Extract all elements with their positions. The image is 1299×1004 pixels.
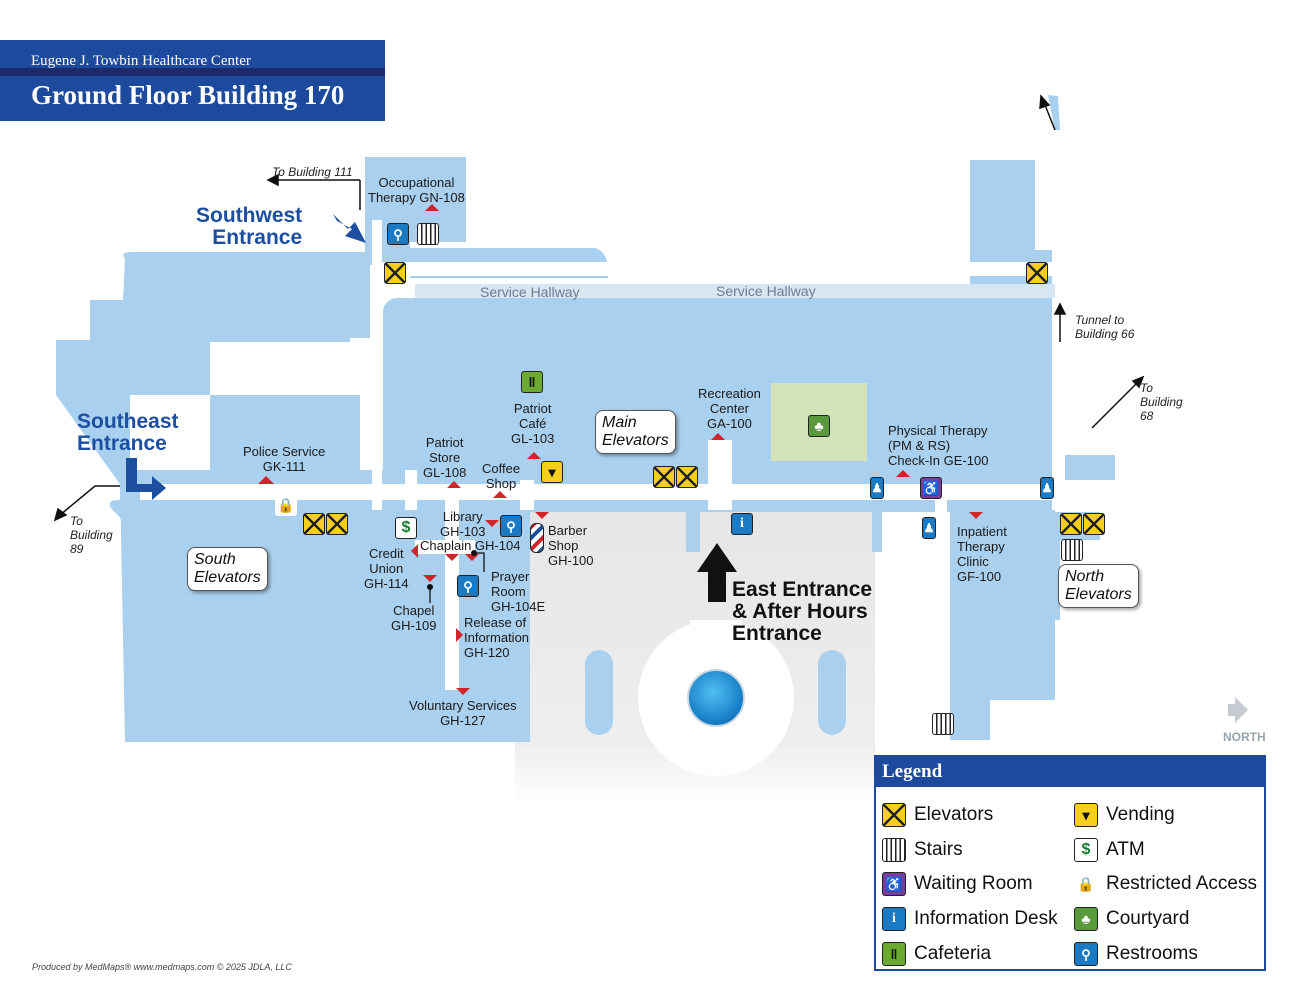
recreation-center-label: Recreation Center GA-100 bbox=[698, 386, 761, 431]
elevator-icon bbox=[326, 513, 348, 535]
to-building-111: To Building 111 bbox=[272, 165, 353, 179]
restrooms-icon: ⚲ bbox=[500, 515, 522, 537]
legend-item: ▾Vending bbox=[1074, 803, 1175, 827]
atm-icon: $ bbox=[1074, 838, 1098, 862]
elevator-icon bbox=[384, 262, 406, 284]
patriot-store-label: Patriot Store GL-108 bbox=[423, 435, 467, 480]
legend-panel: Legend Elevators ▾Vending Stairs $ATM ♿W… bbox=[874, 755, 1266, 971]
stairs-icon bbox=[1061, 539, 1083, 561]
elevator-icon bbox=[653, 466, 675, 488]
north-elevators-callout: North Elevators bbox=[1058, 564, 1139, 608]
elevator-icon bbox=[676, 466, 698, 488]
information-desk-icon: i bbox=[731, 513, 753, 535]
elevator-icon bbox=[1026, 262, 1048, 284]
vending-icon: ▾ bbox=[1074, 803, 1098, 827]
restroom-person-icon: ♟ bbox=[870, 477, 884, 499]
restroom-person-icon: ♟ bbox=[1040, 477, 1054, 499]
service-hallway bbox=[415, 284, 1055, 298]
restricted-access-icon: 🔒 bbox=[275, 494, 297, 516]
credit-union-label: Credit Union GH-114 bbox=[364, 546, 409, 591]
library-label: Library GH-103 bbox=[440, 509, 486, 539]
east-entrance-label[interactable]: East Entrance & After Hours Entrance bbox=[732, 578, 873, 645]
stairs-icon bbox=[882, 838, 906, 862]
police-service-label: Police Service GK-111 bbox=[243, 444, 326, 474]
coffee-shop-label: Coffee Shop bbox=[482, 461, 521, 491]
service-hallway-label: Service Hallway bbox=[480, 284, 580, 300]
room-markers bbox=[258, 204, 983, 695]
elevator-icon bbox=[1083, 513, 1105, 535]
footer-credit: Produced by MedMaps® www.medmaps.com © 2… bbox=[32, 962, 292, 972]
waiting-room-icon: ♿ bbox=[882, 872, 906, 896]
corridors bbox=[140, 130, 1108, 740]
inpatient-therapy-label: Inpatient Therapy Clinic GF-100 bbox=[957, 524, 1007, 584]
chapel-label: Chapel GH-109 bbox=[391, 603, 437, 633]
north-label: NORTH bbox=[1223, 730, 1266, 744]
restricted-access-icon: 🔒 bbox=[1074, 872, 1098, 896]
southwest-entrance-label[interactable]: Southwest Entrance bbox=[196, 204, 303, 249]
restrooms-icon: ⚲ bbox=[457, 575, 479, 597]
legend-item: ♣Courtyard bbox=[1074, 907, 1189, 931]
vending-icon: ▾ bbox=[541, 461, 563, 483]
barber-shop-label: Barber Shop GH-100 bbox=[548, 523, 594, 568]
chaplain-label: Chaplain GH-104 bbox=[420, 538, 521, 553]
occupational-therapy-label: Occupational Therapy GN-108 bbox=[368, 175, 465, 205]
patriot-cafe-label: Patriot Café GL-103 bbox=[511, 401, 555, 446]
restrooms-icon: ⚲ bbox=[1074, 942, 1098, 966]
east-entrance-arrow bbox=[697, 543, 737, 602]
header-subtitle: Eugene J. Towbin Healthcare Center bbox=[31, 53, 251, 69]
cafeteria-icon: ǁ bbox=[882, 942, 906, 966]
voluntary-services-label: Voluntary Services GH-127 bbox=[409, 698, 517, 728]
courtyard-icon: ♣ bbox=[1074, 907, 1098, 931]
cafeteria-icon: ǁ bbox=[521, 371, 543, 393]
tunnel-to-building-66: Tunnel to Building 66 bbox=[1075, 313, 1135, 341]
release-of-information-label: Release of Information GH-120 bbox=[464, 615, 530, 660]
stairs-icon bbox=[932, 713, 954, 735]
legend-item: $ATM bbox=[1074, 838, 1145, 862]
legend-item: ⚲Restrooms bbox=[1074, 942, 1198, 966]
restrooms-icon: ⚲ bbox=[387, 223, 409, 245]
to-building-89: To Building 89 bbox=[70, 514, 113, 556]
south-elevators-callout: South Elevators bbox=[187, 547, 268, 591]
fountain-pond bbox=[687, 669, 745, 727]
atm-icon: $ bbox=[395, 517, 417, 539]
header-banner bbox=[0, 40, 385, 121]
main-elevators-callout: Main Elevators bbox=[595, 410, 676, 454]
to-building-68: To Building 68 bbox=[1140, 381, 1183, 423]
elevator-icon bbox=[1060, 513, 1082, 535]
legend-item: Elevators bbox=[882, 803, 993, 827]
legend-item: Stairs bbox=[882, 838, 963, 862]
physical-therapy-label: Physical Therapy (PM & RS) Check-In GE-1… bbox=[888, 423, 989, 468]
courtyard-icon: ♣ bbox=[808, 415, 830, 437]
waiting-room-icon: ♿ bbox=[920, 477, 942, 499]
page-title: Ground Floor Building 170 bbox=[31, 80, 345, 110]
service-hallway-label: Service Hallway bbox=[716, 283, 816, 299]
barber-pole-icon bbox=[530, 523, 544, 553]
information-desk-icon: i bbox=[882, 907, 906, 931]
stairs-icon bbox=[417, 223, 439, 245]
legend-item: ♿Waiting Room bbox=[882, 872, 1033, 896]
hallway-stub bbox=[686, 512, 700, 552]
elevator-icon bbox=[303, 513, 325, 535]
southeast-entrance-label[interactable]: Southeast Entrance bbox=[77, 410, 179, 455]
header-band bbox=[0, 68, 385, 76]
legend-title: Legend bbox=[876, 757, 1264, 787]
legend-item: 🔒Restricted Access bbox=[1074, 872, 1257, 896]
prayer-room-label: Prayer Room GH-104E bbox=[491, 569, 546, 614]
elevator-icon bbox=[882, 803, 906, 827]
restroom-person-icon: ♟ bbox=[922, 517, 936, 539]
